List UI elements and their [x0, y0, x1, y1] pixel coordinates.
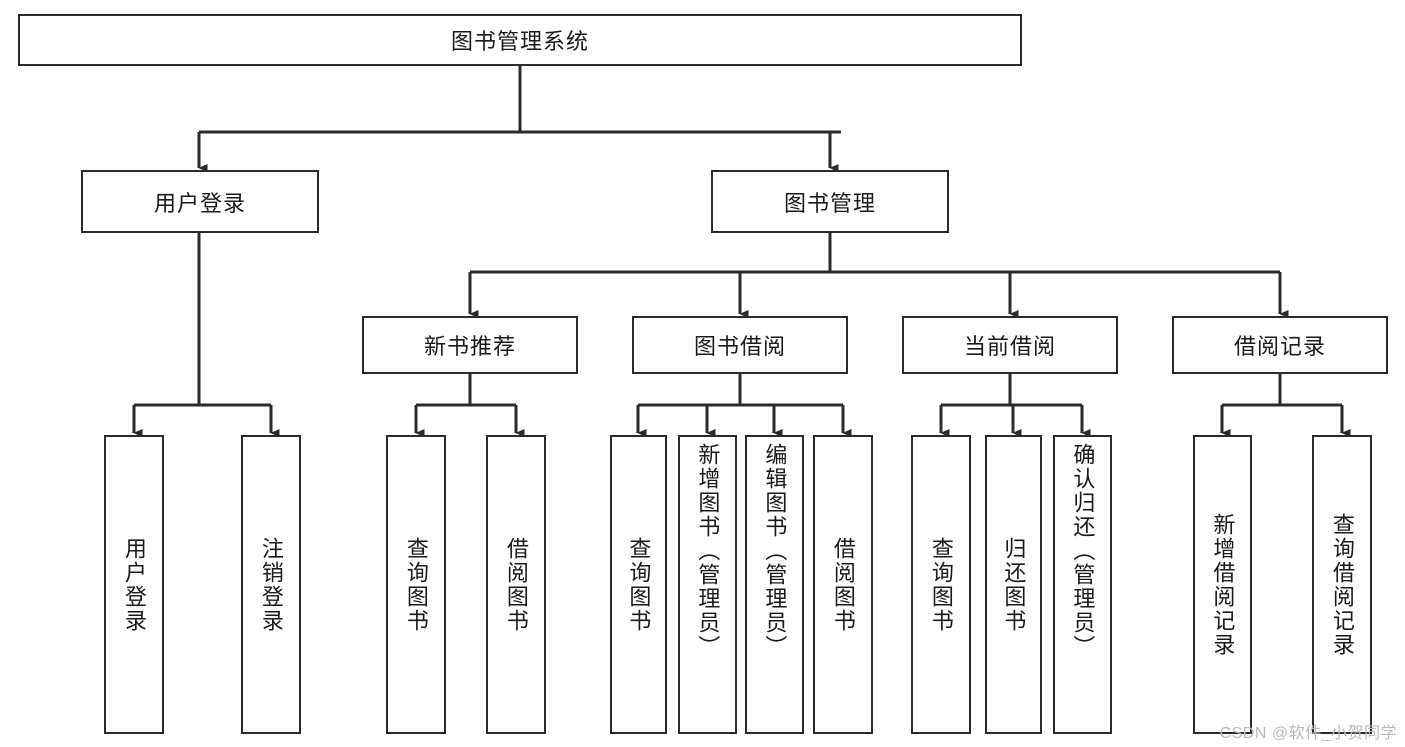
- node-borrow-record[interactable]: 借阅记录: [1172, 316, 1388, 374]
- node-leaf-borrow-book-2[interactable]: 借阅图书: [813, 435, 873, 734]
- node-leaf-query-book-1[interactable]: 查询图书: [386, 435, 446, 734]
- node-root[interactable]: 图书管理系统: [18, 14, 1022, 66]
- node-leaf-confirm-return-label: 确认归还（管理员）: [1070, 443, 1096, 659]
- node-book-borrow[interactable]: 图书借阅: [632, 316, 848, 374]
- node-leaf-query-record[interactable]: 查询借阅记录: [1312, 435, 1372, 734]
- node-leaf-borrow-book-1-label: 借阅图书: [503, 536, 529, 633]
- node-leaf-user-login[interactable]: 用户登录: [104, 435, 164, 734]
- node-leaf-logout-label: 注销登录: [258, 536, 284, 633]
- node-leaf-borrow-book-1[interactable]: 借阅图书: [486, 435, 546, 734]
- node-leaf-query-book-3-label: 查询图书: [928, 536, 954, 633]
- node-book-borrow-label: 图书借阅: [693, 334, 786, 359]
- node-book-management-label: 图书管理: [783, 190, 876, 216]
- node-book-management[interactable]: 图书管理: [711, 170, 949, 233]
- node-leaf-edit-book[interactable]: 编辑图书（管理员）: [745, 435, 804, 734]
- node-user-login-label: 用户登录: [153, 190, 246, 216]
- node-leaf-return-book[interactable]: 归还图书: [985, 435, 1042, 734]
- node-root-label: 图书管理系统: [450, 29, 589, 54]
- node-leaf-edit-book-label: 编辑图书（管理员）: [762, 443, 788, 659]
- node-leaf-confirm-return[interactable]: 确认归还（管理员）: [1053, 435, 1112, 734]
- node-leaf-add-record[interactable]: 新增借阅记录: [1193, 435, 1252, 734]
- node-current-borrow-label: 当前借阅: [963, 334, 1056, 359]
- node-leaf-add-book-label: 新增图书（管理员）: [695, 443, 721, 659]
- node-leaf-add-book[interactable]: 新增图书（管理员）: [678, 435, 737, 734]
- node-leaf-user-login-label: 用户登录: [121, 536, 147, 633]
- node-current-borrow[interactable]: 当前借阅: [902, 316, 1118, 374]
- node-new-book-recommend-label: 新书推荐: [423, 334, 516, 359]
- node-user-login[interactable]: 用户登录: [81, 170, 319, 233]
- node-leaf-logout[interactable]: 注销登录: [241, 435, 301, 734]
- node-leaf-return-book-label: 归还图书: [1001, 536, 1027, 633]
- node-leaf-query-book-2[interactable]: 查询图书: [610, 435, 667, 734]
- node-leaf-query-book-2-label: 查询图书: [626, 536, 652, 633]
- node-leaf-add-record-label: 新增借阅记录: [1210, 512, 1236, 657]
- watermark: CSDN @软件_小贺同学: [1219, 725, 1397, 742]
- node-leaf-query-book-1-label: 查询图书: [403, 536, 429, 633]
- node-borrow-record-label: 借阅记录: [1233, 334, 1326, 359]
- node-new-book-recommend[interactable]: 新书推荐: [362, 316, 578, 374]
- node-leaf-borrow-book-2-label: 借阅图书: [830, 536, 856, 633]
- node-leaf-query-book-3[interactable]: 查询图书: [911, 435, 971, 734]
- node-leaf-query-record-label: 查询借阅记录: [1329, 512, 1355, 657]
